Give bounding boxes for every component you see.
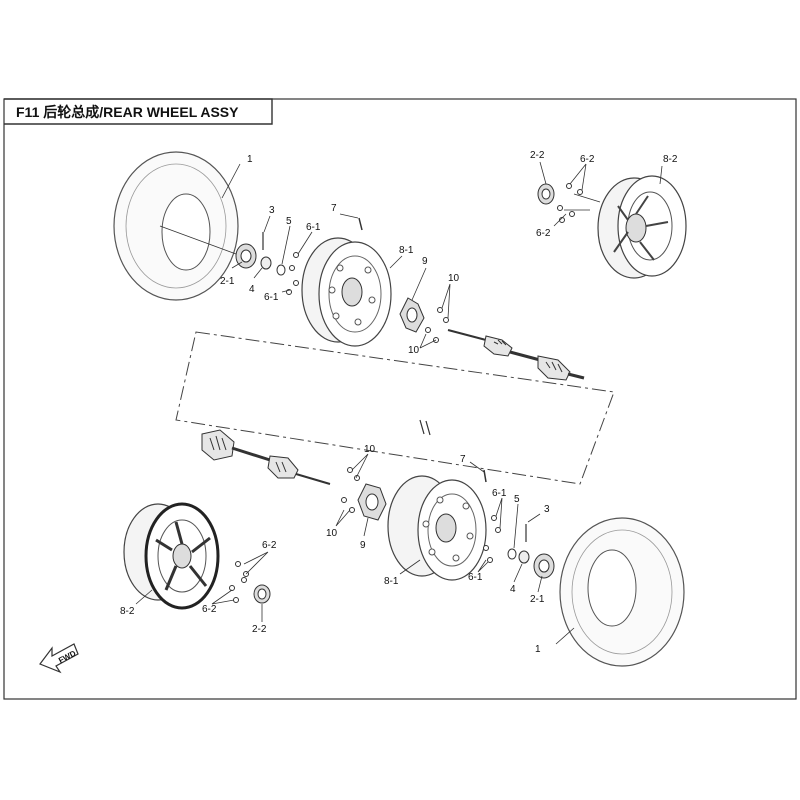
label-4-bottom: 4 <box>510 584 516 595</box>
bolts-10-top <box>425 307 449 343</box>
label-8-1-bottom: 8-1 <box>384 576 399 587</box>
label-10-bottom-b: 10 <box>326 528 338 539</box>
label-6-1-top-b: 6-1 <box>264 292 279 303</box>
tire-bottom-right <box>559 517 685 667</box>
washer-4-top <box>260 256 272 270</box>
wheel-rim-8-1-bottom <box>387 475 487 581</box>
drive-shaft-bottom <box>201 429 331 485</box>
label-5-top: 5 <box>286 216 292 227</box>
hub-cap-2-2-bottom <box>253 584 271 604</box>
forward-arrow-icon: FWD <box>39 643 79 674</box>
label-8-2-bottom: 8-2 <box>120 606 135 617</box>
label-2-2-top: 2-2 <box>530 150 545 161</box>
hub-cap-2-1-top <box>235 243 257 269</box>
label-4-top: 4 <box>249 284 255 295</box>
label-6-2-top-b: 6-2 <box>536 228 551 239</box>
alloy-rim-8-2-bottom <box>123 502 220 610</box>
washer-4-bottom <box>518 550 530 564</box>
wheel-rim-8-1-top <box>301 237 392 347</box>
label-6-1-bottom-b: 6-1 <box>468 572 483 583</box>
hub-cap-2-1-bottom <box>533 553 555 579</box>
label-5-bottom: 5 <box>514 494 520 505</box>
label-10-bottom-a: 10 <box>364 444 376 455</box>
label-6-1-bottom-a: 6-1 <box>492 488 507 499</box>
part-labels: 1 2-1 3 4 5 6-1 6-1 7 8-1 9 10 10 2-2 6-… <box>120 150 678 655</box>
label-10-top-b: 10 <box>408 345 420 356</box>
label-2-1-top: 2-1 <box>220 276 235 287</box>
leader-lines <box>135 161 663 645</box>
title-tab: F11 后轮总成/REAR WHEEL ASSY <box>4 98 273 125</box>
label-9-bottom: 9 <box>360 540 366 551</box>
label-8-2-top: 8-2 <box>663 154 678 165</box>
drive-shaft-top <box>447 329 585 381</box>
valve-stem-7-bottom <box>483 469 487 483</box>
diagram-title: F11 后轮总成/REAR WHEEL ASSY <box>16 104 239 120</box>
label-9-top: 9 <box>422 256 428 267</box>
valve-stem-7-top <box>358 217 363 231</box>
hub-cap-2-2-top <box>537 183 555 205</box>
axle-break-mark <box>419 419 431 436</box>
label-6-2-top-a: 6-2 <box>580 154 595 165</box>
lug-nuts-6-1-bottom <box>483 515 501 563</box>
tire-top-left <box>113 151 239 301</box>
label-1-bottom: 1 <box>535 644 541 655</box>
label-6-2-bottom-b: 6-2 <box>202 604 217 615</box>
lug-nuts-6-2-top <box>557 183 583 223</box>
axle-phantom-line <box>175 331 615 485</box>
label-7-top: 7 <box>331 203 337 214</box>
label-6-2-bottom-a: 6-2 <box>262 540 277 551</box>
label-2-1-bottom: 2-1 <box>530 594 545 605</box>
hub-9-top <box>399 297 425 333</box>
lug-nuts-6-2-bottom <box>229 561 249 603</box>
diagram-border <box>3 98 797 700</box>
hub-9-bottom <box>357 483 387 521</box>
label-3-bottom: 3 <box>544 504 550 515</box>
bolts-10-bottom <box>341 467 360 513</box>
label-8-1-top: 8-1 <box>399 245 414 256</box>
label-10-top-a: 10 <box>448 273 460 284</box>
label-6-1-top-a: 6-1 <box>306 222 321 233</box>
nut-5-top <box>276 264 286 276</box>
alloy-rim-8-2-top <box>597 175 687 279</box>
label-2-2-bottom: 2-2 <box>252 624 267 635</box>
label-7-bottom: 7 <box>460 454 466 465</box>
label-3-top: 3 <box>269 205 275 216</box>
nut-5-bottom <box>507 548 517 560</box>
label-1-top: 1 <box>247 154 253 165</box>
lug-nuts-6-1-top <box>286 252 299 295</box>
